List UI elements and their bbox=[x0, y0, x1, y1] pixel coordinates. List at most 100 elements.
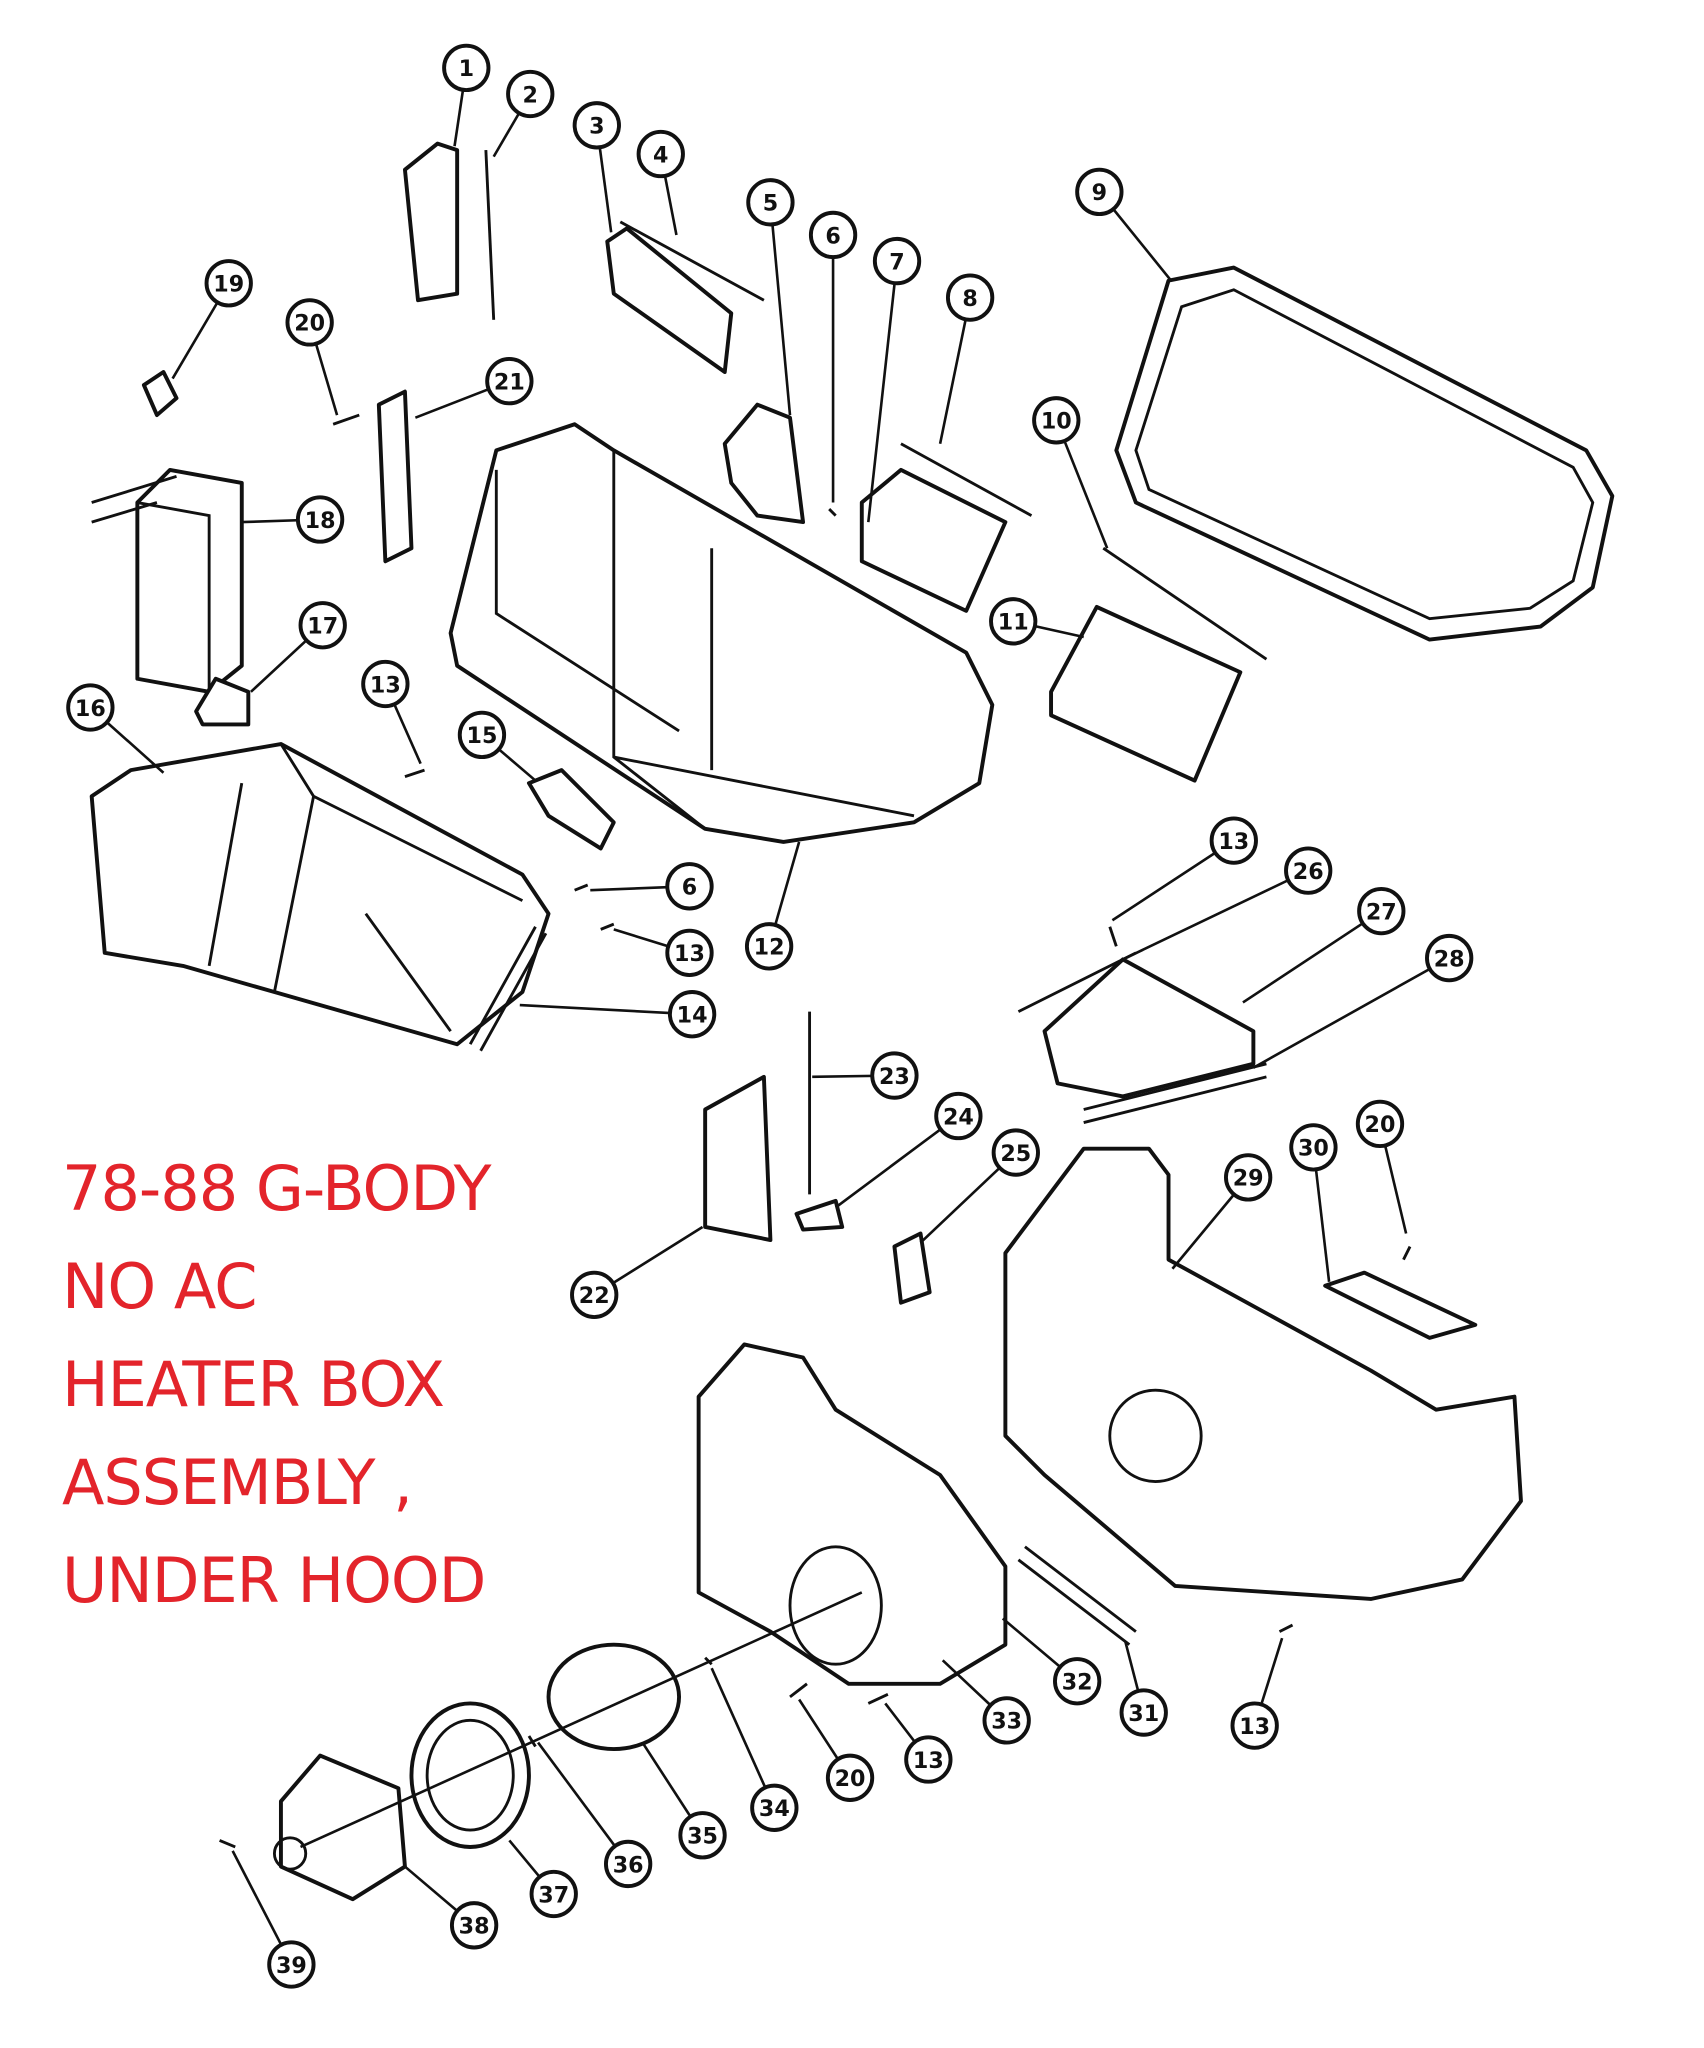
callout-circle bbox=[204, 259, 253, 308]
part-21 bbox=[376, 389, 414, 564]
leader-line-34 bbox=[710, 1667, 776, 1809]
callout-12: 12 bbox=[744, 922, 794, 971]
callout-33: 33 bbox=[982, 1696, 1031, 1745]
callout-circle bbox=[442, 43, 491, 93]
callout-circle bbox=[485, 356, 534, 406]
callout-number: 19 bbox=[213, 272, 244, 298]
callout-number: 9 bbox=[1092, 180, 1107, 206]
part-case-29 bbox=[1003, 1146, 1523, 1601]
part-8 bbox=[900, 442, 1033, 517]
callout-circle bbox=[1224, 1153, 1273, 1202]
callout-number: 34 bbox=[759, 1796, 790, 1822]
callout-circle bbox=[66, 683, 115, 732]
part-15 bbox=[526, 768, 616, 851]
callout-circle bbox=[746, 178, 795, 227]
callout-number: 11 bbox=[998, 610, 1029, 636]
leader-line-13 bbox=[1111, 839, 1235, 922]
callout-circle bbox=[361, 659, 410, 709]
callout-29: 29 bbox=[1224, 1153, 1273, 1202]
callout-number: 28 bbox=[1434, 946, 1465, 972]
callout-number: 10 bbox=[1041, 409, 1072, 435]
callout-13: 13 bbox=[1209, 816, 1258, 865]
callout-circle bbox=[1075, 167, 1124, 217]
callout-20: 20 bbox=[285, 298, 334, 347]
callout-number: 1 bbox=[459, 56, 474, 82]
callout-number: 22 bbox=[579, 1283, 610, 1309]
part-main-case-12 bbox=[448, 422, 995, 844]
callout-circle bbox=[1119, 1688, 1168, 1737]
callout-number: 25 bbox=[1000, 1141, 1031, 1167]
callout-circle bbox=[667, 990, 717, 1039]
part-1 bbox=[402, 141, 460, 303]
callout-15: 15 bbox=[457, 710, 507, 760]
callout-number: 38 bbox=[459, 1914, 490, 1940]
callout-31: 31 bbox=[1119, 1688, 1168, 1737]
callout-circle bbox=[529, 1869, 578, 1919]
part-5 bbox=[722, 402, 806, 525]
callout-circle bbox=[870, 1051, 919, 1100]
callout-5: 5 bbox=[746, 178, 795, 227]
callout-number: 12 bbox=[754, 935, 785, 961]
part-seal-37-inner bbox=[425, 1718, 515, 1832]
part-24 bbox=[794, 1198, 845, 1232]
part-main-case-12-detail bbox=[494, 450, 915, 830]
callout-number: 37 bbox=[538, 1882, 569, 1908]
callout-20: 20 bbox=[1355, 1099, 1405, 1149]
part-10 bbox=[1102, 547, 1268, 661]
screws bbox=[219, 413, 1412, 1849]
part-gasket-9 bbox=[1114, 265, 1615, 642]
callout-7: 7 bbox=[872, 236, 922, 286]
callout-circle bbox=[1289, 1123, 1338, 1172]
callout-number: 23 bbox=[879, 1064, 910, 1090]
part-17 bbox=[194, 676, 251, 727]
part-motor-38-shaft bbox=[272, 1836, 308, 1871]
callout-35: 35 bbox=[678, 1811, 727, 1860]
part-26 bbox=[1017, 951, 1137, 1013]
callout-2: 2 bbox=[506, 69, 555, 119]
part-case-16 bbox=[89, 742, 551, 1047]
callout-circle bbox=[904, 1735, 953, 1784]
callout-circle bbox=[1425, 933, 1474, 983]
leader-line-28 bbox=[1252, 956, 1450, 1069]
callout-26: 26 bbox=[1284, 846, 1333, 895]
part-door-3 bbox=[605, 226, 734, 374]
callout-circle bbox=[1209, 816, 1258, 865]
leader-line-7 bbox=[867, 260, 899, 523]
callout-32: 32 bbox=[1053, 1657, 1102, 1706]
callout-circle bbox=[570, 1270, 619, 1319]
callout-circle bbox=[1230, 1701, 1279, 1750]
callout-27: 27 bbox=[1357, 886, 1406, 936]
callout-23: 23 bbox=[870, 1051, 919, 1100]
callout-24: 24 bbox=[934, 1091, 983, 1141]
callout-number: 20 bbox=[294, 311, 325, 337]
part-blower-wheel-35 bbox=[546, 1642, 682, 1752]
callout-circle bbox=[1357, 886, 1406, 936]
callout-circle bbox=[1032, 396, 1081, 445]
callout-number: 14 bbox=[677, 1003, 708, 1029]
callout-circle bbox=[572, 101, 621, 150]
callout-circle bbox=[449, 1901, 499, 1950]
callout-number: 6 bbox=[825, 223, 840, 249]
callout-39: 39 bbox=[267, 1940, 316, 1989]
callout-25: 25 bbox=[991, 1128, 1040, 1177]
callout-16: 16 bbox=[66, 683, 115, 732]
callout-20: 20 bbox=[825, 1753, 875, 1802]
callout-36: 36 bbox=[603, 1839, 653, 1889]
callout-circle bbox=[457, 710, 507, 760]
callout-number: 32 bbox=[1062, 1670, 1093, 1696]
callout-10: 10 bbox=[1032, 396, 1081, 445]
callout-number: 27 bbox=[1366, 899, 1397, 925]
callout-circle bbox=[298, 601, 347, 650]
callout-number: 20 bbox=[1365, 1112, 1396, 1138]
callout-30: 30 bbox=[1289, 1123, 1338, 1172]
callout-number: 35 bbox=[687, 1824, 718, 1850]
callout-circle bbox=[945, 273, 995, 322]
callout-circle bbox=[991, 1128, 1040, 1177]
part-19 bbox=[141, 370, 179, 418]
callout-circle bbox=[982, 1696, 1031, 1745]
callout-circle bbox=[744, 922, 794, 971]
leader-line-8 bbox=[938, 297, 972, 445]
callout-circle bbox=[678, 1811, 727, 1860]
callout-circle bbox=[267, 1940, 316, 1989]
leader-line-27 bbox=[1242, 910, 1383, 1004]
